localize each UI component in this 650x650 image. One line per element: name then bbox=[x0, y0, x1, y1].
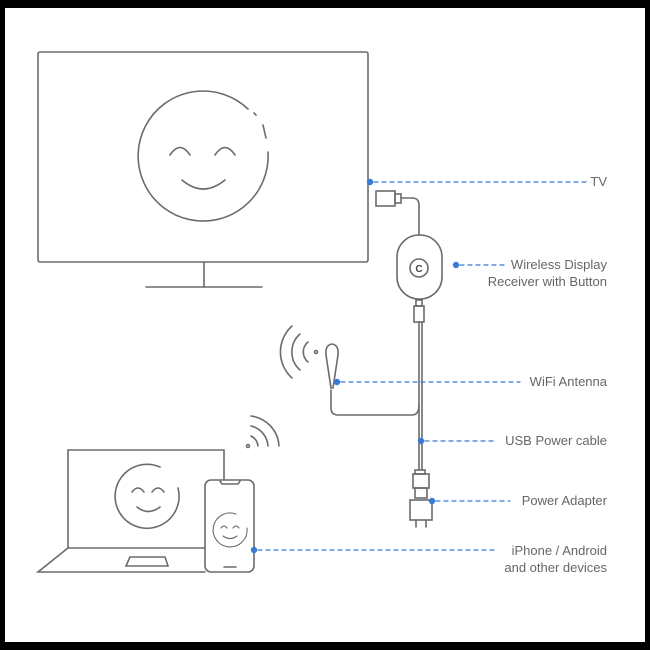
receiver-button-label: C bbox=[415, 264, 422, 275]
label-receiver-1: Wireless Display bbox=[510, 257, 607, 272]
callout-dots bbox=[250, 178, 460, 554]
label-usb-cable: USB Power cable bbox=[505, 433, 607, 448]
label-devices-1: iPhone / Android bbox=[511, 543, 607, 558]
power-adapter-icon bbox=[409, 499, 433, 528]
laptop-icon bbox=[35, 449, 225, 573]
antenna-icon bbox=[325, 343, 420, 416]
micro-usb-plug-icon bbox=[413, 299, 425, 471]
wifi-signal-icon bbox=[245, 415, 280, 449]
callout-lines bbox=[257, 181, 591, 551]
diagram-canvas: C bbox=[5, 8, 645, 642]
diagram-svg: C bbox=[35, 51, 591, 573]
label-antenna: WiFi Antenna bbox=[529, 374, 607, 389]
smartphone-icon bbox=[204, 479, 255, 573]
tv-icon bbox=[37, 51, 369, 288]
usb-plug-icon bbox=[412, 469, 430, 499]
receiver-icon bbox=[396, 234, 443, 300]
hdmi-plug-icon bbox=[375, 190, 420, 236]
label-devices-2: and other devices bbox=[504, 560, 607, 575]
wifi-signal-icon bbox=[279, 325, 319, 379]
label-adapter: Power Adapter bbox=[521, 493, 607, 508]
label-receiver-2: Receiver with Button bbox=[487, 274, 607, 289]
smiley-face-icon bbox=[137, 90, 269, 222]
label-tv: TV bbox=[590, 174, 607, 189]
